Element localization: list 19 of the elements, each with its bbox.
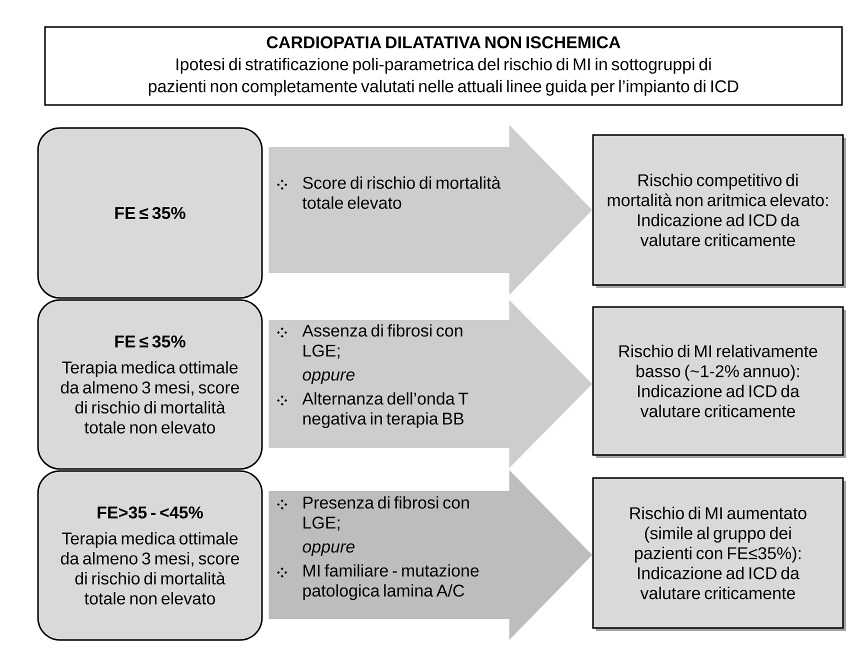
node-label: MI familiare - mutazione patologica lamina A/C: [303, 564, 479, 600]
bullet-list: Presenza di fibrosi con LGE; oppure MI familiare - mutazione patologica lamina A/C: [277, 496, 479, 600]
node-label: oppure: [302, 543, 355, 556]
block-arrow: [268, 300, 592, 468]
outcome-box: Rischio di MI relativamente basso (~1-2% annuo): Indicazione ad ICD da valutare criticamente: [592, 306, 846, 458]
bullet-list: Score di rischio di mortalità totale elevato: [277, 176, 501, 209]
bullet-list: Assenza di fibrosi con LGE; oppure Alternanza dell’onda T negativa in terapia BB: [277, 324, 468, 428]
node-label: oppure: [302, 371, 355, 384]
condition-box: FE ≤ 35%: [37, 127, 263, 299]
node-label: Alternanza dell’onda T negativa in terapia BB: [302, 392, 468, 428]
title-box: CARDIOPATIA DILATATIVA NON ISCHEMICA Ipotesi di stratificazione poli-parametrica del rischio di MI in sottogruppi di pazienti non completamente valutati nelle attuali linee guida per l’impianto di ICD: [44, 26, 843, 106]
outcome-box: Rischio competitivo di mortalità non aritmica elevato: Indicazione ad ICD da valutare criticamente: [592, 134, 846, 288]
condition-box: FE ≤ 35% Terapia medica ottimale da almeno 3 mesi, score di rischio di mortalità totale non elevato: [37, 299, 263, 470]
condition-box: FE>35 - <45% Terapia medica ottimale da almeno 3 mesi, score di rischio di mortalità totale non elevato: [37, 470, 263, 641]
node-label: Presenza di fibrosi con LGE;: [304, 496, 469, 531]
outcome-box: Rischio di MI aumentato (simile al gruppo dei pazienti con FE≤35%): Indicazione ad ICD da valutare criticamente: [592, 477, 846, 631]
block-arrow: [268, 470, 592, 640]
block-arrow: [268, 125, 592, 295]
node-label: Assenza di fibrosi con LGE;: [302, 324, 462, 359]
